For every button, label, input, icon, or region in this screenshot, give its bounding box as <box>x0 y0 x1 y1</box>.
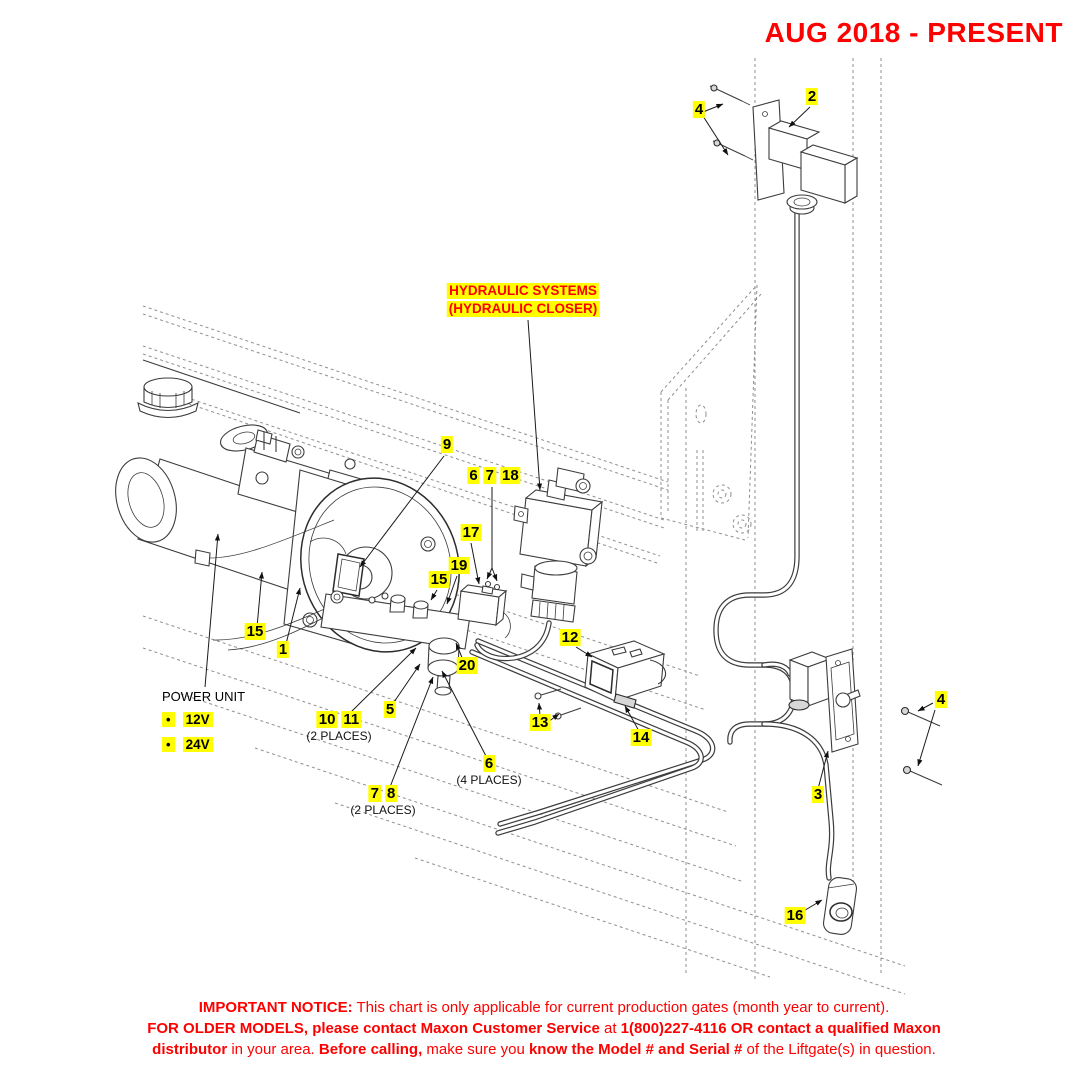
callout-4-right: 4 <box>934 691 948 708</box>
callout-9: 9 <box>440 436 454 453</box>
callout-6: 6 (4 PLACES) <box>456 755 522 787</box>
callout-2: 2 <box>805 88 819 105</box>
callout-5: 5 <box>383 701 397 718</box>
callout-7-8-note: (2 PLACES) <box>350 803 416 817</box>
relay-block-drawing <box>457 580 511 639</box>
callout-20: 20 <box>456 657 478 674</box>
notice-line-1: IMPORTANT NOTICE: This chart is only app… <box>198 999 890 1016</box>
power-unit-drawing <box>115 377 471 696</box>
power-unit-24v: 24V <box>182 737 213 752</box>
leader-lines <box>204 103 936 913</box>
callout-15-valve: 15 <box>428 571 450 588</box>
grommet-drawing <box>822 877 858 935</box>
hydraulic-systems-line1: HYDRAULIC SYSTEMS <box>447 283 599 299</box>
cables-drawing <box>469 203 835 881</box>
toggle-switch-drawing <box>788 648 943 786</box>
callout-12: 12 <box>559 629 581 646</box>
callout-10-11-note: (2 PLACES) <box>306 729 372 743</box>
revision-banner: AUG 2018 - PRESENT <box>764 17 1063 48</box>
power-unit-option-12v: • 12V <box>162 711 245 729</box>
closer-valve-drawing <box>513 467 604 623</box>
callout-17: 17 <box>460 524 482 541</box>
hydraulic-systems-label: HYDRAULIC SYSTEMS (HYDRAULIC CLOSER) <box>446 282 600 318</box>
notice-line-3: distributor in your area. Before calling… <box>152 1041 936 1058</box>
callout-4-top: 4 <box>692 101 706 118</box>
hydraulic-systems-line2: (HYDRAULIC CLOSER) <box>446 301 600 317</box>
cab-switch-drawing <box>709 84 859 215</box>
power-unit-12v: 12V <box>182 712 213 727</box>
bullet-icon: • <box>162 712 175 727</box>
notice-line-2: FOR OLDER MODELS, please contact Maxon C… <box>147 1020 941 1037</box>
power-unit-title: POWER UNIT <box>162 689 246 704</box>
callout-13: 13 <box>529 714 551 731</box>
callout-19: 19 <box>448 557 470 574</box>
callout-6-note: (4 PLACES) <box>456 773 522 787</box>
callout-14: 14 <box>630 729 652 746</box>
callout-16: 16 <box>784 907 806 924</box>
bullet-icon: • <box>162 737 175 752</box>
callout-3: 3 <box>811 786 825 803</box>
callout-1: 1 <box>276 641 290 658</box>
control-module-drawing <box>534 640 667 720</box>
power-unit-option-24v: • 24V <box>162 736 245 754</box>
callout-15-pump: 15 <box>244 623 266 640</box>
important-notice: IMPORTANT NOTICE: This chart is only app… <box>0 997 1088 1060</box>
power-unit-label: POWER UNIT • 12V • 24V <box>162 689 245 754</box>
